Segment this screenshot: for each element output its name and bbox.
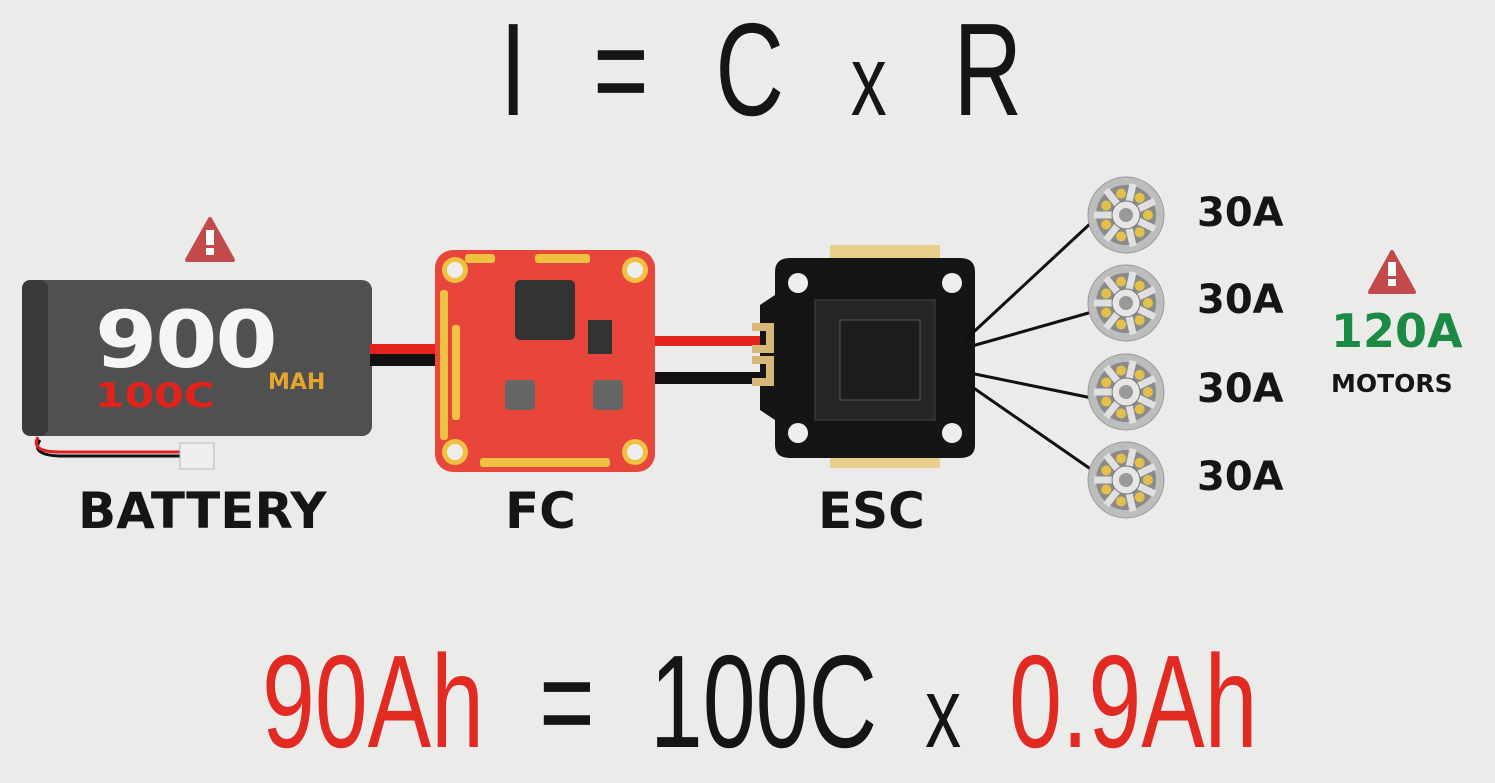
motor-current-4: 30A	[1197, 454, 1284, 500]
battery-c-rating: 100C	[95, 376, 215, 416]
motor-icon	[1087, 264, 1165, 342]
motors-label: MOTORS	[1331, 369, 1453, 398]
motor-icon	[1087, 176, 1165, 254]
motors-total-current: 120A	[1331, 304, 1463, 358]
flight-controller-icon	[435, 250, 770, 472]
formula-times: x	[925, 657, 962, 769]
esc-label: ESC	[818, 482, 925, 540]
formula-equals: =	[539, 628, 595, 775]
battery-icon	[22, 280, 436, 470]
motor-icons	[1087, 176, 1165, 519]
formula-equals: =	[593, 0, 669, 143]
battery-warning-icon	[185, 217, 235, 262]
motor-current-1: 30A	[1197, 190, 1284, 236]
motors-warning-icon	[1368, 250, 1416, 294]
formula-capacity: 0.9Ah	[1009, 628, 1258, 775]
esc-icon	[752, 245, 975, 468]
motor-icon	[1087, 441, 1165, 519]
formula-current: I	[500, 0, 547, 143]
motor-current-2: 30A	[1197, 277, 1284, 323]
battery-capacity: 900	[95, 296, 278, 386]
battery-unit: MAH	[268, 370, 326, 395]
formula-times: x	[850, 25, 907, 137]
formula-c-rating: C	[715, 0, 805, 143]
formula-c-rating: 100C	[649, 628, 878, 775]
fc-label: FC	[505, 482, 576, 540]
top-formula: I = C x R	[500, 0, 1042, 145]
motor-icon	[1087, 353, 1165, 431]
battery-label: BATTERY	[78, 482, 327, 540]
motor-wires	[963, 220, 1094, 472]
formula-result: 90Ah	[262, 628, 484, 775]
formula-capacity: R	[953, 0, 1043, 143]
motor-current-3: 30A	[1197, 366, 1284, 412]
bottom-formula: 90Ah = 100C x 0.9Ah	[262, 626, 1258, 777]
